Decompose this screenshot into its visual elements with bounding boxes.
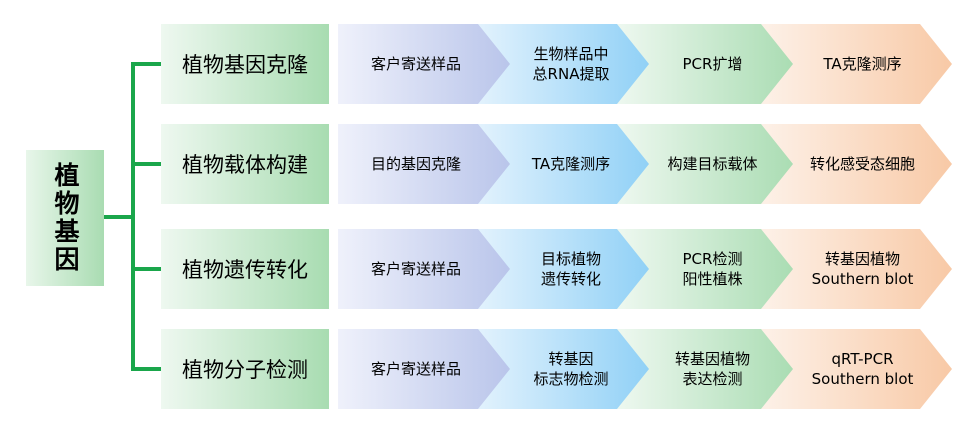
process-step-label: 转化感受态细胞: [795, 124, 930, 204]
process-step-label: TA克隆测序: [512, 124, 630, 204]
process-step-arrow: [478, 124, 652, 204]
category-box: 植物基因克隆: [161, 24, 329, 104]
process-step-label: PCR检测阳性植株: [651, 229, 774, 309]
connector-branch: [131, 162, 161, 166]
process-step-label: 生物样品中总RNA提取: [512, 24, 630, 104]
process-step-arrow: [478, 329, 652, 409]
process-step-arrow: [478, 229, 652, 309]
process-step-text-line: 构建目标载体: [667, 155, 758, 173]
process-step-label: 转基因标志物检测: [512, 329, 630, 409]
process-step-text-line: 转基因: [548, 350, 594, 368]
process-step-arrow: [478, 24, 652, 104]
process-step-text-line: TA克隆测序: [823, 55, 902, 73]
process-step-text-line: PCR扩增: [682, 55, 743, 73]
process-step-arrow: [761, 124, 952, 204]
process-step-arrow: [338, 24, 514, 104]
process-step-label: 构建目标载体: [651, 124, 774, 204]
connector-branch: [131, 367, 161, 371]
process-step-text-line: 客户寄送样品: [370, 55, 461, 73]
process-step-label: qRT-PCR Southern blot: [795, 329, 930, 409]
process-step-text-line: Southern blot: [811, 370, 914, 388]
connector-root-stub: [104, 215, 133, 219]
process-step-text-line: 转基因植物: [824, 250, 900, 268]
process-step-label: 客户寄送样品: [340, 24, 492, 104]
process-step-text-line: 目标植物: [540, 250, 601, 268]
category-box: 植物分子检测: [161, 329, 329, 409]
process-step-text-line: TA克隆测序: [531, 155, 611, 173]
process-step-arrow: [617, 124, 796, 204]
process-step-text-line: 总RNA提取: [532, 65, 610, 83]
category-label: 植物分子检测: [182, 358, 308, 382]
process-step-label: TA克隆测序: [795, 24, 930, 104]
process-step-text-line: 生物样品中: [533, 45, 609, 63]
process-step-text-line: 标志物检测: [533, 370, 609, 388]
process-step-text-line: Southern blot: [811, 270, 914, 288]
process-step-label: 目标植物遗传转化: [512, 229, 630, 309]
process-step-text-line: 遗传转化: [540, 270, 601, 288]
process-step-arrow: [338, 329, 514, 409]
process-step-label: 客户寄送样品: [340, 329, 492, 409]
root-node: 植物基因: [26, 150, 104, 286]
category-label: 植物载体构建: [182, 153, 308, 177]
process-step-arrow: [617, 229, 796, 309]
process-step-arrow: [761, 24, 952, 104]
process-step-label: 目的基因克隆: [340, 124, 492, 204]
process-step-text-line: 客户寄送样品: [370, 260, 461, 278]
connector-branch: [131, 62, 161, 66]
category-label: 植物遗传转化: [182, 258, 308, 282]
process-step-text-line: 表达检测: [682, 370, 743, 388]
process-step-text-line: qRT-PCR: [831, 350, 894, 368]
process-step-text-line: 转基因植物: [674, 350, 750, 368]
process-step-label: PCR扩增: [651, 24, 774, 104]
process-step-label: 客户寄送样品: [340, 229, 492, 309]
process-step-arrow: [617, 329, 796, 409]
process-step-text-line: PCR检测: [682, 250, 743, 268]
connector-branch: [131, 267, 161, 271]
connector-trunk: [131, 64, 135, 370]
process-step-text-line: 目的基因克隆: [370, 155, 461, 173]
category-box: 植物遗传转化: [161, 229, 329, 309]
process-step-label: 转基因植物表达检测: [651, 329, 774, 409]
process-step-arrow: [617, 24, 796, 104]
process-step-text-line: 转化感受态细胞: [809, 155, 915, 173]
process-step-arrow: [761, 229, 952, 309]
root-label: 植物基因: [51, 162, 80, 274]
process-step-arrow: [338, 229, 514, 309]
process-step-text-line: 客户寄送样品: [370, 360, 461, 378]
process-step-arrow: [761, 329, 952, 409]
process-step-arrow: [338, 124, 514, 204]
process-step-label: 转基因植物 Southern blot: [795, 229, 930, 309]
category-label: 植物基因克隆: [182, 53, 308, 77]
category-box: 植物载体构建: [161, 124, 329, 204]
process-step-text-line: 阳性植株: [682, 270, 743, 288]
